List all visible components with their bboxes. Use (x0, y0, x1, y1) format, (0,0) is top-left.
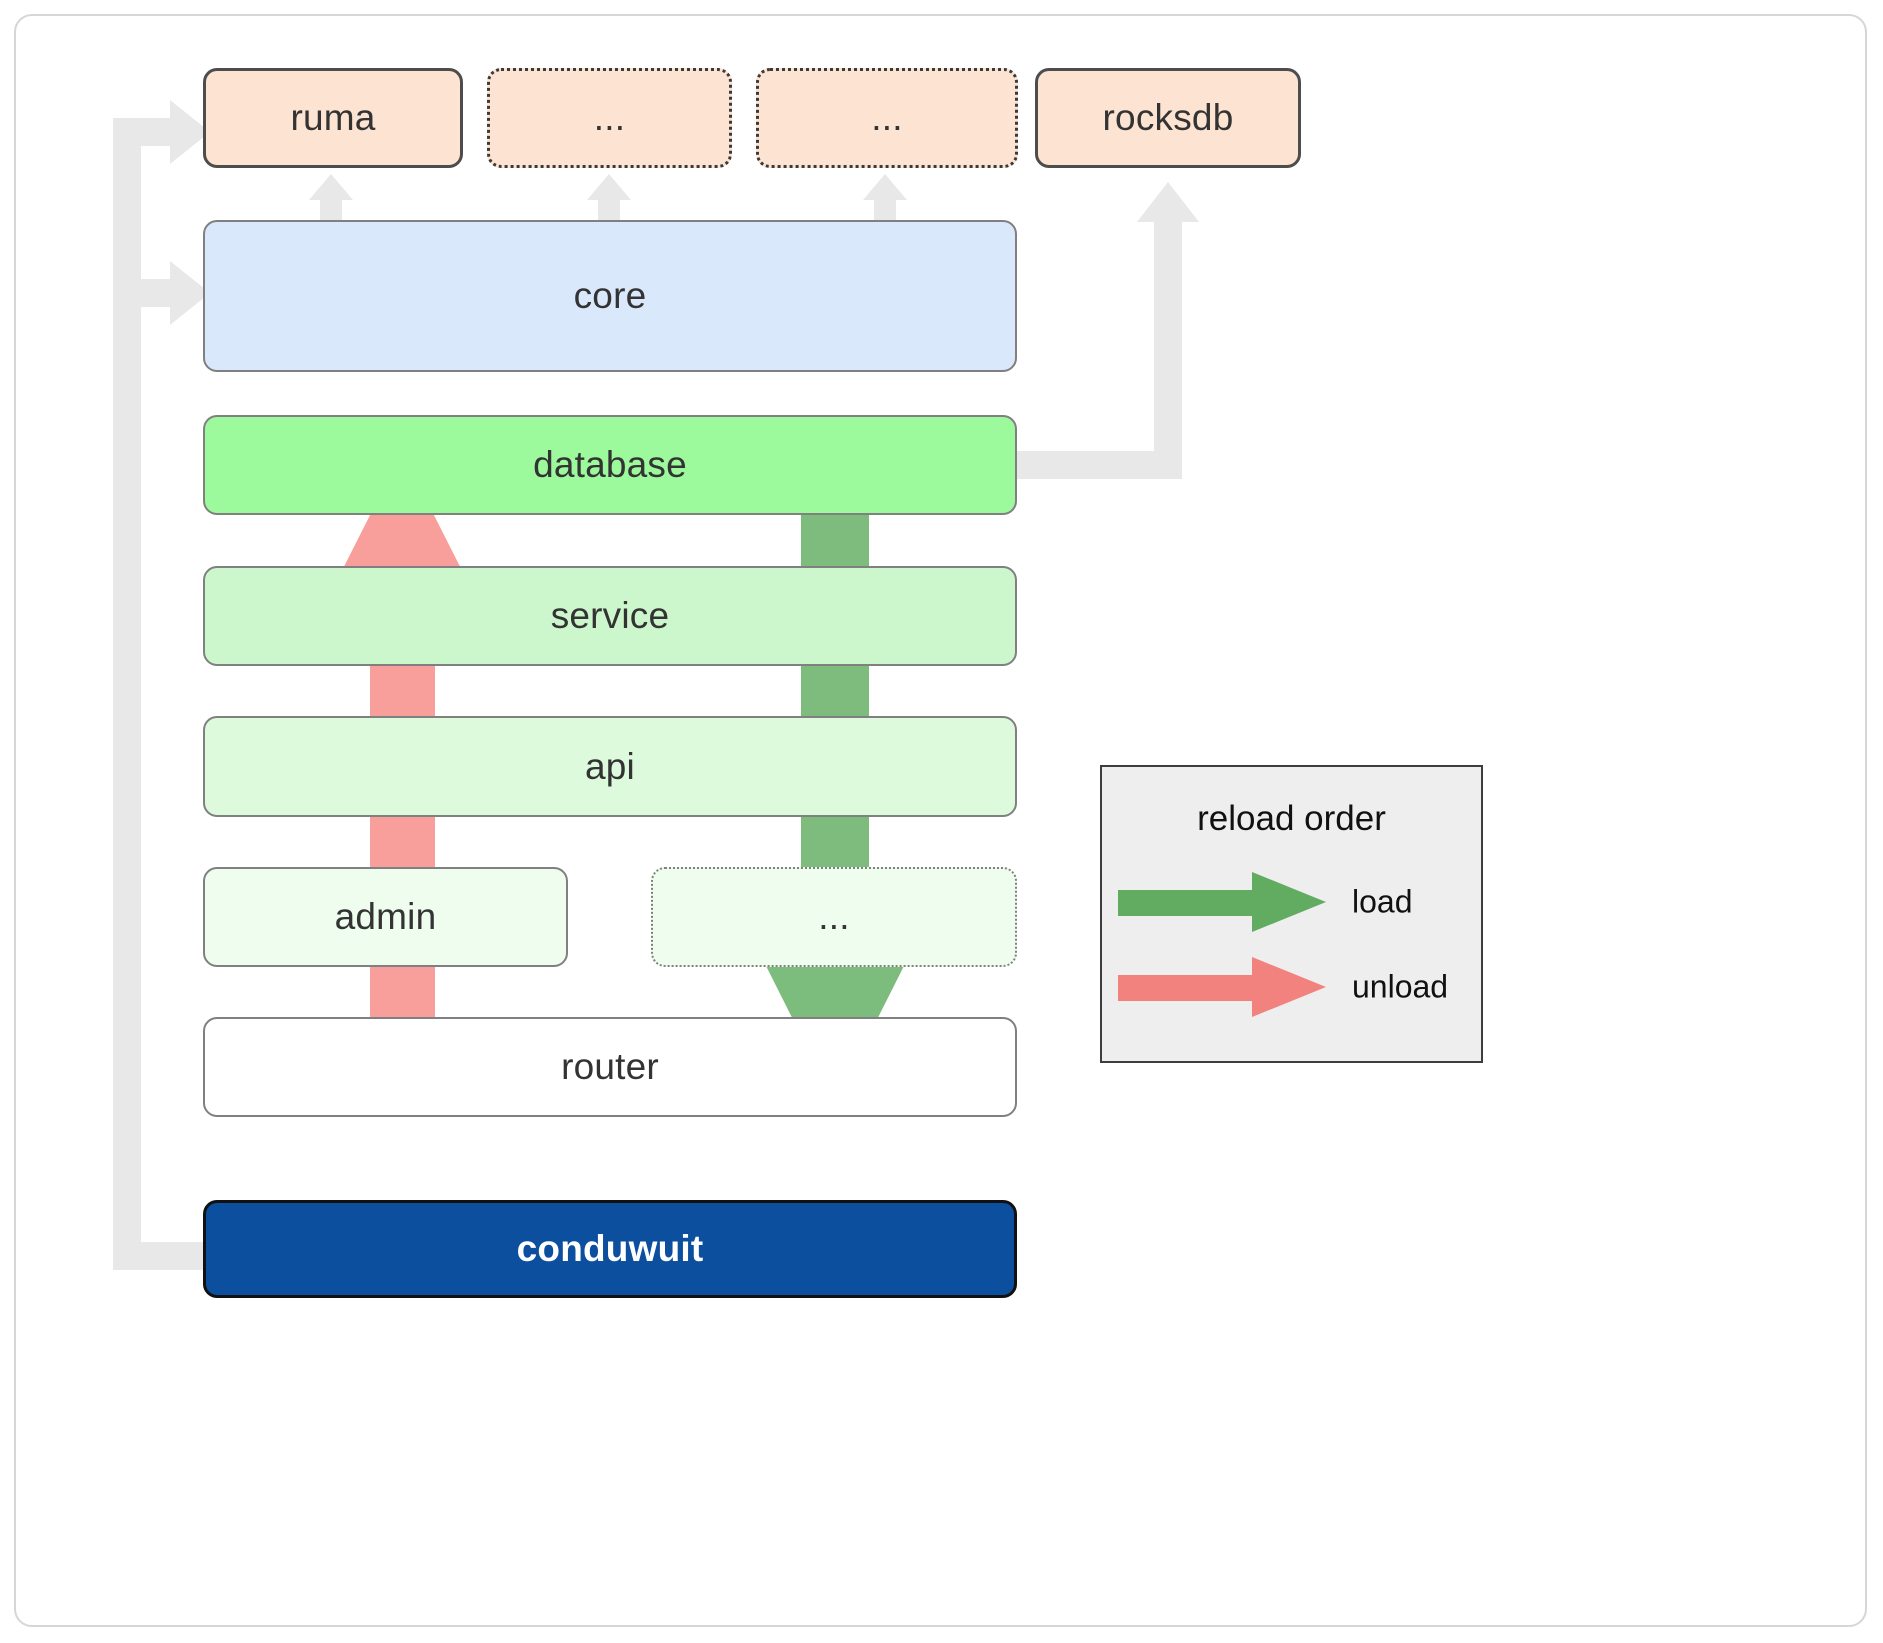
legend-row-unload: unload (1102, 957, 1481, 1017)
node-ruma-label: ruma (290, 97, 376, 138)
legend-panel: reload order load unload (1100, 765, 1483, 1063)
node-api-label: api (585, 745, 635, 787)
node-service-label: service (550, 595, 670, 636)
node-router-label: router (561, 1046, 659, 1087)
node-admin[interactable]: admin (203, 867, 568, 967)
node-conduwuit[interactable]: conduwuit (203, 1200, 1017, 1298)
node-dots-1[interactable]: ... (487, 68, 732, 168)
node-rocksdb-label: rocksdb (1102, 97, 1234, 138)
legend-load-arrow-icon (1118, 872, 1326, 932)
node-dots-2[interactable]: ... (756, 68, 1018, 168)
node-ruma[interactable]: ruma (203, 68, 463, 168)
node-api[interactable]: api (203, 716, 1017, 817)
node-service[interactable]: service (203, 566, 1017, 666)
node-dots-2-label: ... (871, 97, 903, 138)
node-database-label: database (533, 444, 687, 485)
node-core-label: core (573, 275, 647, 316)
legend-title: reload order (1197, 799, 1386, 838)
node-router[interactable]: router (203, 1017, 1017, 1117)
node-dots-3-label: ... (818, 896, 850, 937)
node-dots-1-label: ... (593, 97, 626, 138)
legend-load-label: load (1352, 883, 1413, 920)
legend-row-load: load (1102, 872, 1481, 932)
legend-unload-label: unload (1352, 968, 1449, 1005)
node-conduwuit-label: conduwuit (516, 1228, 704, 1269)
node-admin-label: admin (334, 896, 437, 937)
node-dots-3[interactable]: ... (651, 867, 1017, 967)
node-database[interactable]: database (203, 415, 1017, 515)
node-rocksdb[interactable]: rocksdb (1035, 68, 1301, 168)
node-core[interactable]: core (203, 220, 1017, 372)
legend-unload-arrow-icon (1118, 957, 1326, 1017)
